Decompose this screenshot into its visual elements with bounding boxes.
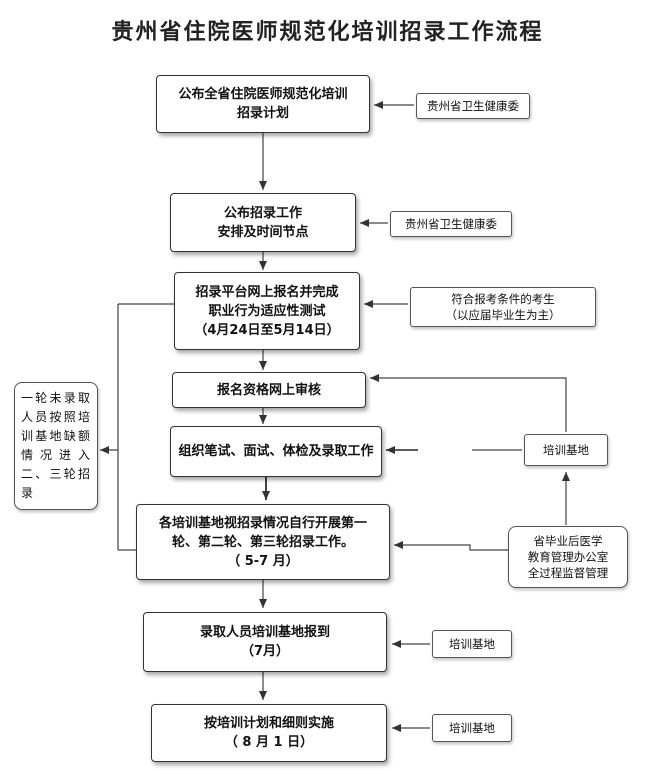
step-online-registration: 招录平台网上报名并完成 职业行为适应性测试 （4月24日至5月14日） bbox=[174, 272, 360, 350]
step-publish-plan: 公布全省住院医师规范化培训 招录计划 bbox=[156, 75, 370, 133]
step-qualification-review: 报名资格网上审核 bbox=[172, 372, 366, 408]
note-training-base-top: 培训基地 bbox=[524, 434, 608, 466]
note-health-commission-2: 贵州省卫生健康委 bbox=[390, 211, 512, 237]
arrow-office-step6 bbox=[394, 541, 508, 551]
step-implement-training: 按培训计划和细则实施 （ 8 月 1 日） bbox=[151, 704, 387, 762]
note-training-base-2: 培训基地 bbox=[432, 630, 512, 658]
arrow-base-step4 bbox=[370, 374, 567, 432]
note-education-office: 省毕业后医学 教育管理办公室 全过程监督管理 bbox=[508, 526, 628, 588]
step-exams-admission: 组织笔试、面试、体检及录取工作 bbox=[170, 426, 382, 477]
step-multi-round-recruitment: 各培训基地视招录情况自行开展第一 轮、第二轮、第三轮招录工作。 （ 5-7 月） bbox=[136, 504, 390, 580]
note-health-commission-1: 贵州省卫生健康委 bbox=[416, 93, 530, 119]
page-title: 贵州省住院医师规范化培训招录工作流程 bbox=[111, 19, 544, 45]
note-unadmitted-next-rounds: 一轮未录取人员按照培训基地缺额情况进入二、三轮招录 bbox=[14, 382, 98, 510]
note-training-base-3: 培训基地 bbox=[432, 714, 512, 742]
note-eligible-candidates: 符合报考条件的考生 （以应届毕业生为主） bbox=[410, 287, 596, 327]
step-publish-schedule: 公布招录工作 安排及时间节点 bbox=[170, 193, 356, 252]
step-base-report: 录取人员培训基地报到 （7月） bbox=[143, 612, 387, 672]
